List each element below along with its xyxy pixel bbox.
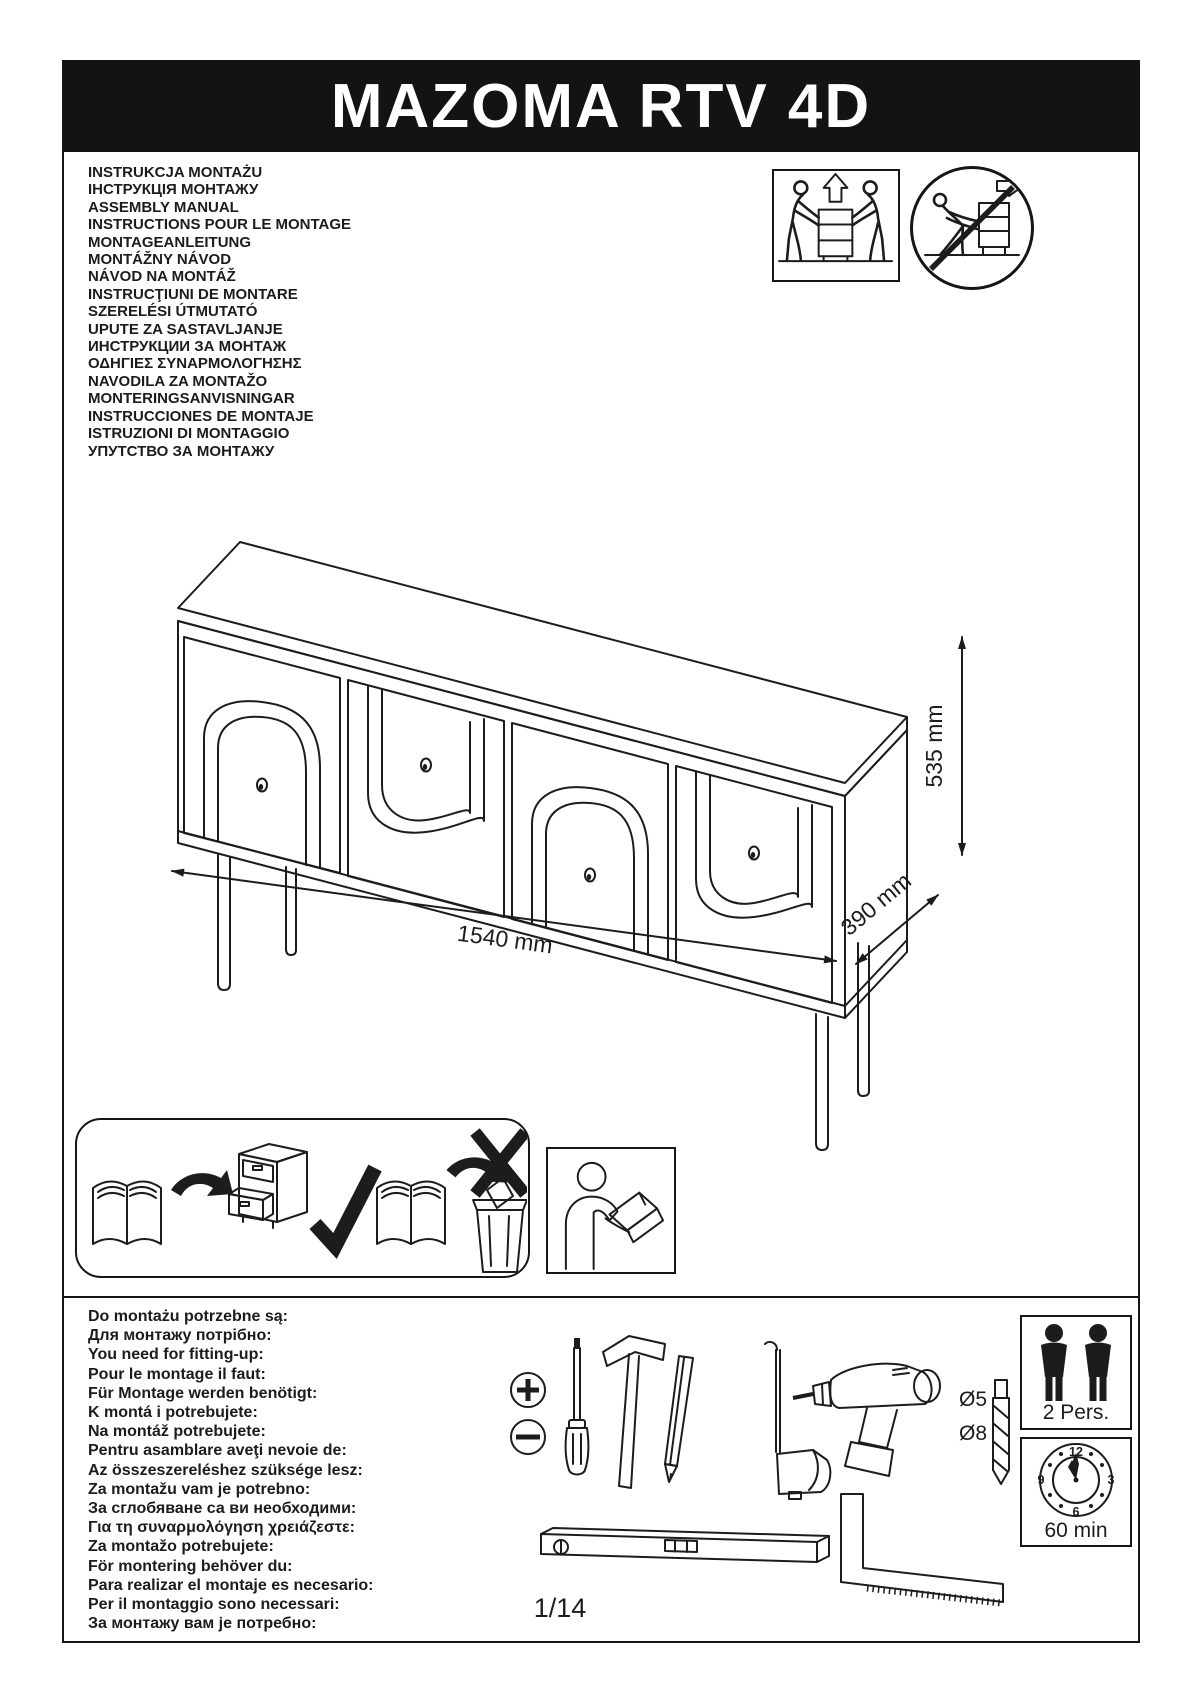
- check-icon: [309, 1164, 382, 1260]
- instruction-title: ІНСТРУКЦІЯ МОНТАЖУ: [88, 181, 259, 199]
- requirement-line: Для монтажу потрібно:: [88, 1327, 272, 1345]
- clock-number: 12: [1069, 1445, 1083, 1459]
- instruction-title: УПУТСТВО ЗА МОНТАЖУ: [88, 442, 275, 460]
- furniture-drawing: 1540 mm 390 mm 535 mm: [171, 541, 966, 1151]
- requirement-line: Per il montaggio sono necessari:: [88, 1596, 340, 1614]
- requirement-line: You need for fitting-up:: [88, 1346, 264, 1364]
- section-divider: [62, 1296, 1140, 1298]
- person-left: [785, 180, 820, 262]
- assembly-time-badge: 12 3 6 9 60 min: [1020, 1437, 1132, 1547]
- two-persons-icon: [1041, 1324, 1111, 1401]
- arrow-up-icon: [822, 172, 849, 203]
- instruction-title: ΟΔΗΓΙΕΣ ΣΥΝΑΡΜΟΛΟΓΗΣΗΣ: [88, 355, 302, 373]
- requirement-line: Pentru asamblare aveţi nevoie de:: [88, 1442, 347, 1460]
- slotted-screwdriver-icon: [510, 1419, 546, 1455]
- power-drill-icon: [792, 1362, 941, 1477]
- drill-diameter-label: Ø5: [959, 1388, 987, 1411]
- manual-care-icons: [75, 1118, 530, 1278]
- page-title: MAZOMA RTV 4D: [330, 71, 872, 141]
- requirement-line: Für Montage werden benötigt:: [88, 1384, 318, 1402]
- screwdriver-icon: [564, 1338, 590, 1476]
- instruction-title: SZERELÉSI ÚTMUTATÓ: [88, 303, 258, 321]
- phillips-screwdriver-icon: [510, 1372, 546, 1408]
- open-book-icon: [376, 1180, 446, 1245]
- instruction-title: ИНСТРУКЦИИ ЗА МОНТАЖ: [88, 338, 287, 356]
- instruction-title: INSTRUKCJA MONTAŻU: [88, 164, 263, 181]
- waste-bin-icon: [472, 1177, 527, 1273]
- instruction-title: ISTRUZIONI DI MONTAGGIO: [88, 425, 290, 443]
- prohibition-slash: [929, 185, 1015, 271]
- instruction-title: MONTAGEANLEITUNG: [88, 233, 252, 251]
- two-person-lift-icon: [772, 169, 900, 282]
- instruction-title: INSTRUCTIONS POUR LE MONTAGE: [88, 216, 352, 234]
- width-dimension-line: [171, 868, 837, 964]
- instruction-title: UPUTE ZA SASTAVLJANJE: [88, 320, 283, 338]
- two-persons-required-badge: 2 Pers.: [1020, 1315, 1132, 1430]
- drill-bit-icon: [992, 1379, 1010, 1485]
- requirement-line: Pour le montage il faut:: [88, 1365, 266, 1383]
- clock-number: 9: [1038, 1473, 1045, 1487]
- requirement-line: För montering behöver du:: [88, 1557, 293, 1575]
- drill-diameter-label: Ø8: [959, 1422, 987, 1445]
- instruction-title: NAVODILA ZA MONTAŽO: [88, 372, 268, 390]
- requirement-line: Do montażu potrzebne są:: [88, 1308, 289, 1325]
- cross-icon: [470, 1128, 527, 1198]
- requirement-line: Para realizar el montaje es necesario:: [88, 1576, 374, 1594]
- requirements-list: Do montażu potrzebne są: Для монтажу пот…: [88, 1307, 373, 1633]
- spirit-level-icon: [540, 1527, 830, 1563]
- requirement-line: Az összeszereléshez szüksége lesz:: [88, 1461, 363, 1479]
- hammer-icon: [602, 1335, 666, 1489]
- minute-hand: [1072, 1453, 1079, 1480]
- requirement-line: За монтажу вам је потребно:: [88, 1615, 317, 1633]
- depth-dimension-line: [855, 894, 939, 965]
- curved-arrow-icon: [171, 1170, 233, 1196]
- instruction-title-list: INSTRUKCJA MONTAŻU ІНСТРУКЦІЯ МОНТАЖУ AS…: [88, 164, 351, 460]
- scriber-hook-icon: [764, 1341, 781, 1453]
- person-right: [851, 180, 886, 262]
- clock-icon: 12 3 6 9: [1038, 1443, 1115, 1519]
- instruction-title: INSTRUCCIONES DE MONTAJE: [88, 407, 314, 425]
- clock-number: 6: [1073, 1505, 1080, 1519]
- instruction-title: MONTÁŽNY NÁVOD: [88, 251, 232, 269]
- page-number: 1/14: [533, 1593, 587, 1623]
- requirement-line: Na montáž potrebujete:: [88, 1423, 266, 1441]
- requirement-line: Za montažu vam je potrebno:: [88, 1480, 311, 1498]
- carpenter-square-icon: [840, 1493, 1004, 1607]
- persons-label: 2 Pers.: [1042, 1401, 1110, 1424]
- read-manual-icon: [546, 1147, 676, 1274]
- tools-drawing: Ø5 Ø8: [510, 1335, 1010, 1607]
- hour-hand: [1068, 1460, 1077, 1480]
- time-label: 60 min: [1044, 1519, 1108, 1542]
- dimension-annotations: 1540 mm 390 mm 535 mm: [171, 636, 966, 965]
- instruction-title: ASSEMBLY MANUAL: [88, 198, 239, 216]
- instruction-title: MONTERINGSANVISNINGAR: [88, 390, 295, 408]
- instruction-title: NÁVOD NA MONTÁŽ: [88, 268, 236, 286]
- requirement-line: Για τη συναρμολόγηση χρειάζεστε:: [88, 1519, 355, 1537]
- pencil-icon: [664, 1355, 694, 1483]
- title-bar: MAZOMA RTV 4D: [62, 60, 1140, 152]
- depth-dimension-label: 390 mm: [836, 867, 916, 940]
- requirement-line: Za montažo potrebujete:: [88, 1538, 274, 1556]
- clock-dots: [1048, 1452, 1104, 1508]
- no-dragging-prohibition-icon: [910, 166, 1034, 290]
- clock-number: 3: [1108, 1473, 1115, 1487]
- manual-book: [608, 1191, 665, 1244]
- open-book-icon: [92, 1180, 162, 1245]
- requirement-line: K montá i potrebujete:: [88, 1404, 258, 1422]
- store-manual-cabinet-icon: [228, 1143, 308, 1229]
- instruction-title: INSTRUCŢIUNI DE MONTARE: [88, 285, 298, 303]
- tape-measure-icon: [776, 1449, 832, 1500]
- requirement-line: За сглобяване са ви необходими:: [88, 1500, 357, 1518]
- height-dimension-label: 535 mm: [921, 704, 947, 787]
